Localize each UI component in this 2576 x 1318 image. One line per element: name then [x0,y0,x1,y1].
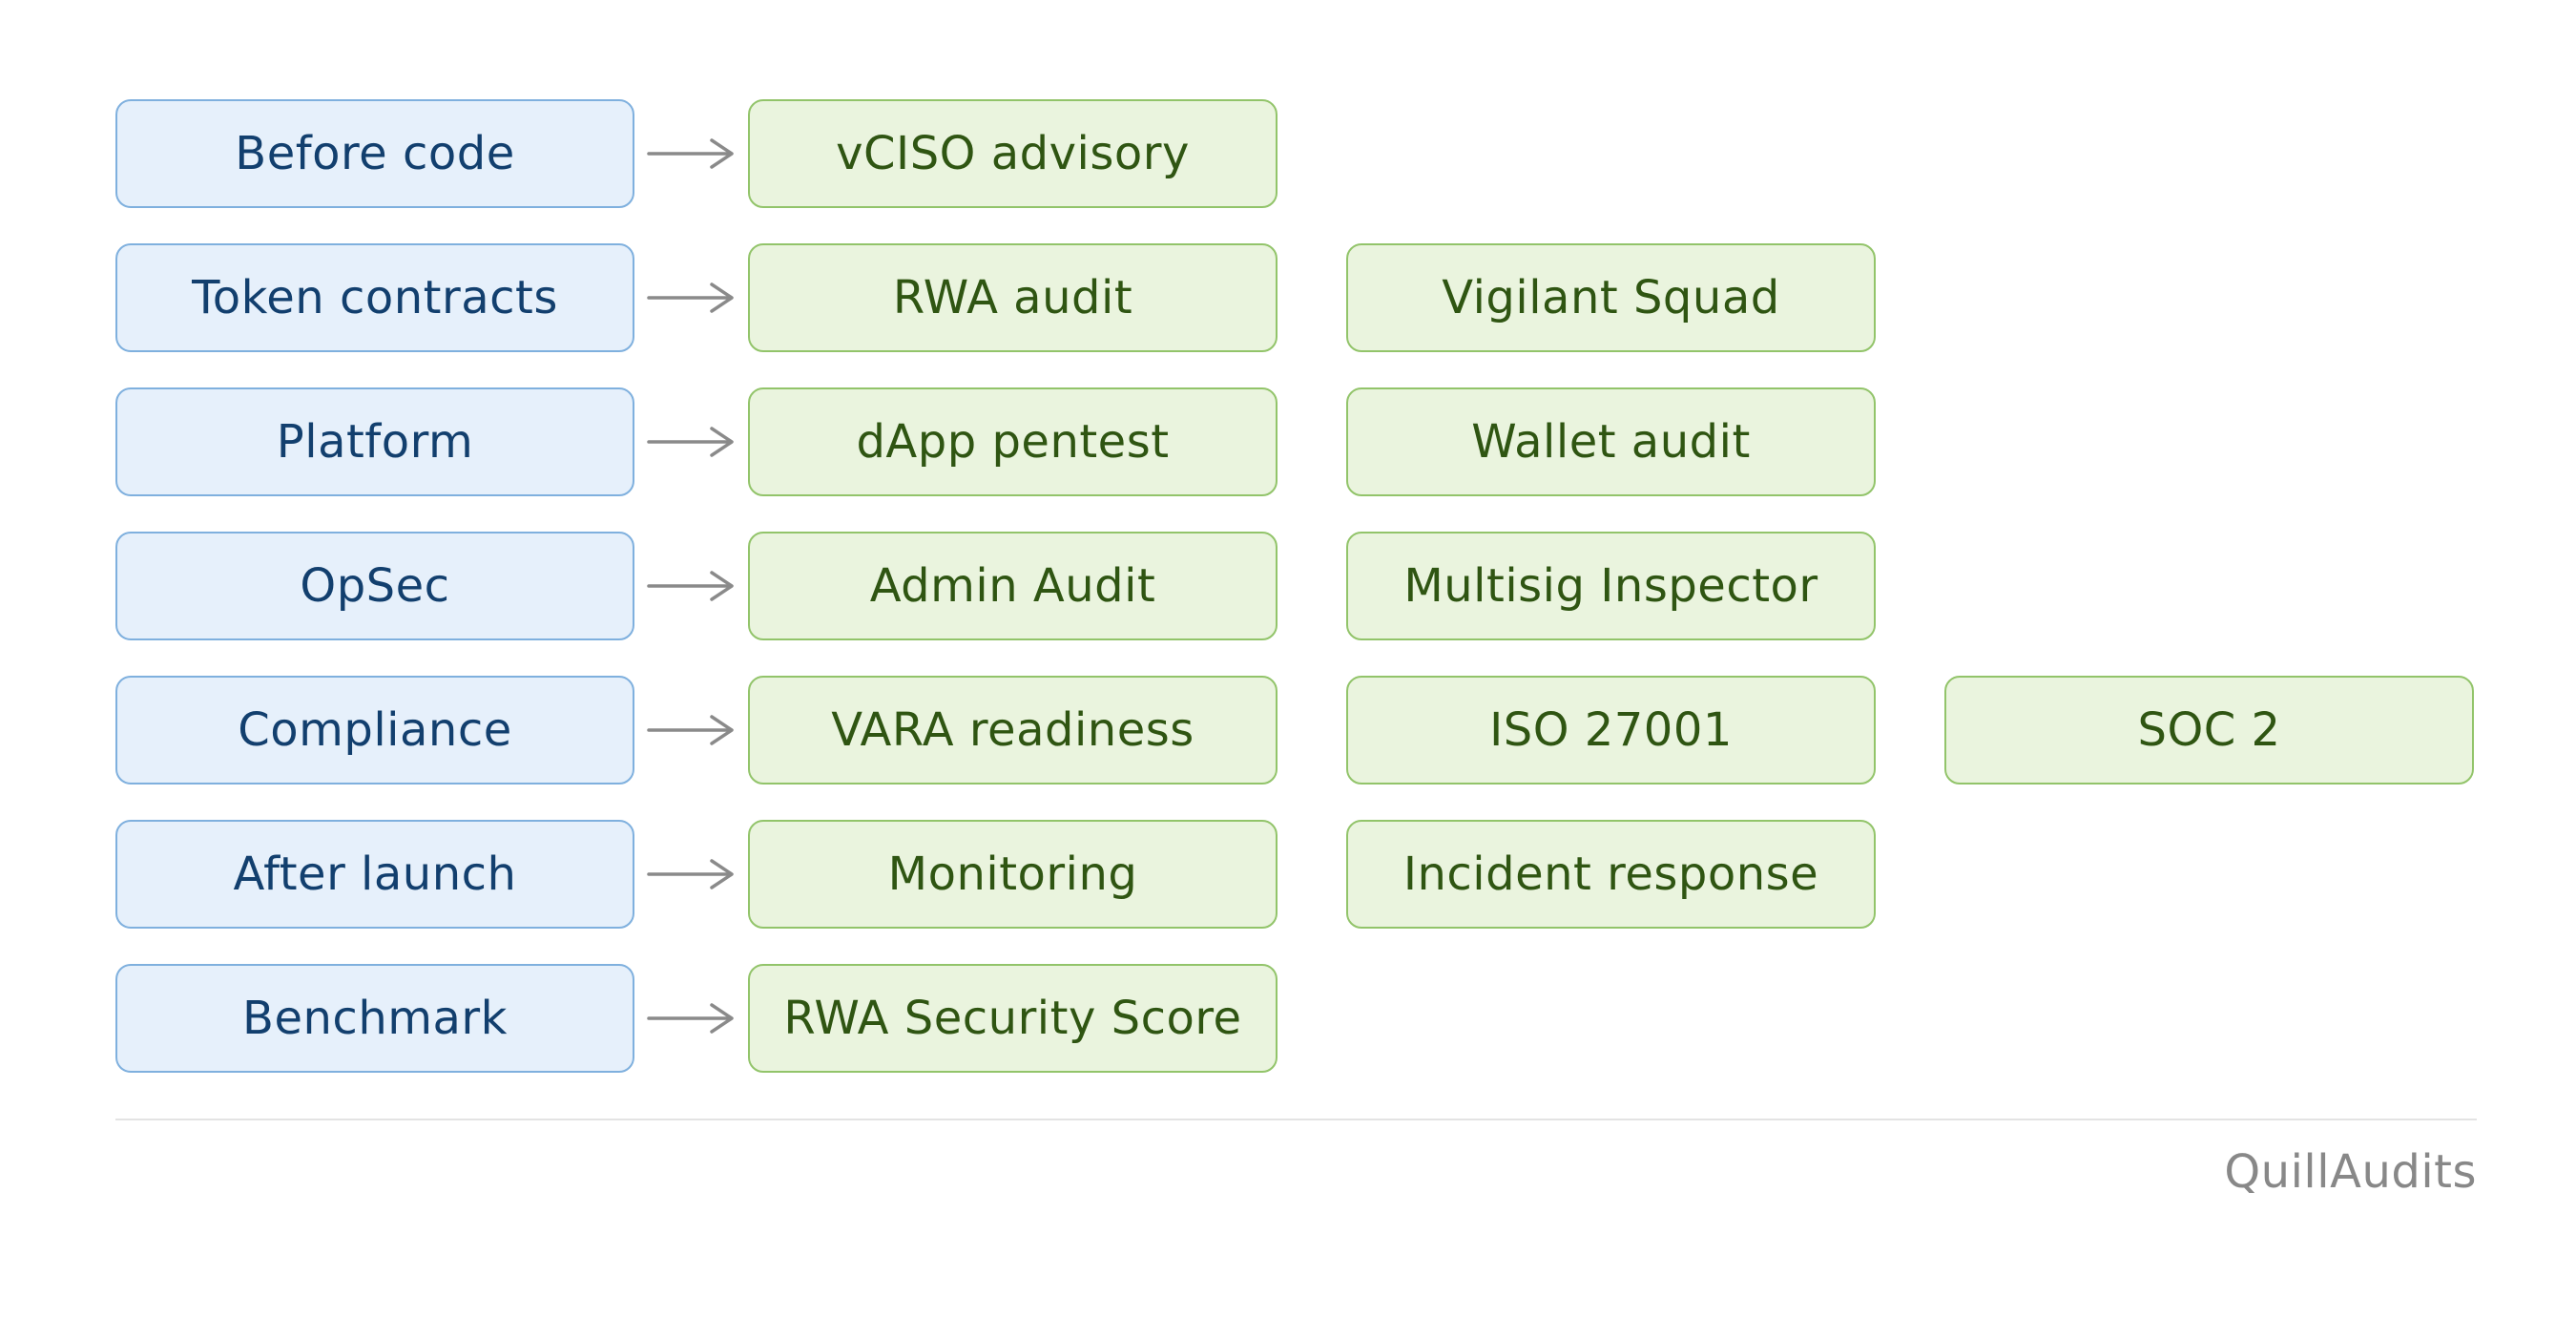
service-box: vCISO advisory [748,99,1278,208]
arrow-icon [647,427,734,457]
stage-box: After launch [115,820,634,929]
stage-box: Token contracts [115,243,634,352]
arrow-icon [647,715,734,745]
brand-label: QuillAudits [2224,1145,2477,1199]
footer-divider [115,1119,2477,1120]
service-box: VARA readiness [748,676,1278,785]
stage-box: Platform [115,387,634,496]
service-box: dApp pentest [748,387,1278,496]
arrow-icon [647,1003,734,1034]
arrow-icon [647,859,734,889]
service-box: RWA audit [748,243,1278,352]
service-box: Admin Audit [748,532,1278,640]
service-box: Incident response [1346,820,1876,929]
service-box: Vigilant Squad [1346,243,1876,352]
stage-box: Benchmark [115,964,634,1073]
service-box: Monitoring [748,820,1278,929]
arrow-icon [647,282,734,313]
service-box: ISO 27001 [1346,676,1876,785]
arrow-icon [647,571,734,601]
service-box: Multisig Inspector [1346,532,1876,640]
stage-box: Before code [115,99,634,208]
service-box: SOC 2 [1944,676,2474,785]
stage-box: OpSec [115,532,634,640]
service-box: Wallet audit [1346,387,1876,496]
service-box: RWA Security Score [748,964,1278,1073]
arrow-icon [647,138,734,169]
stage-box: Compliance [115,676,634,785]
